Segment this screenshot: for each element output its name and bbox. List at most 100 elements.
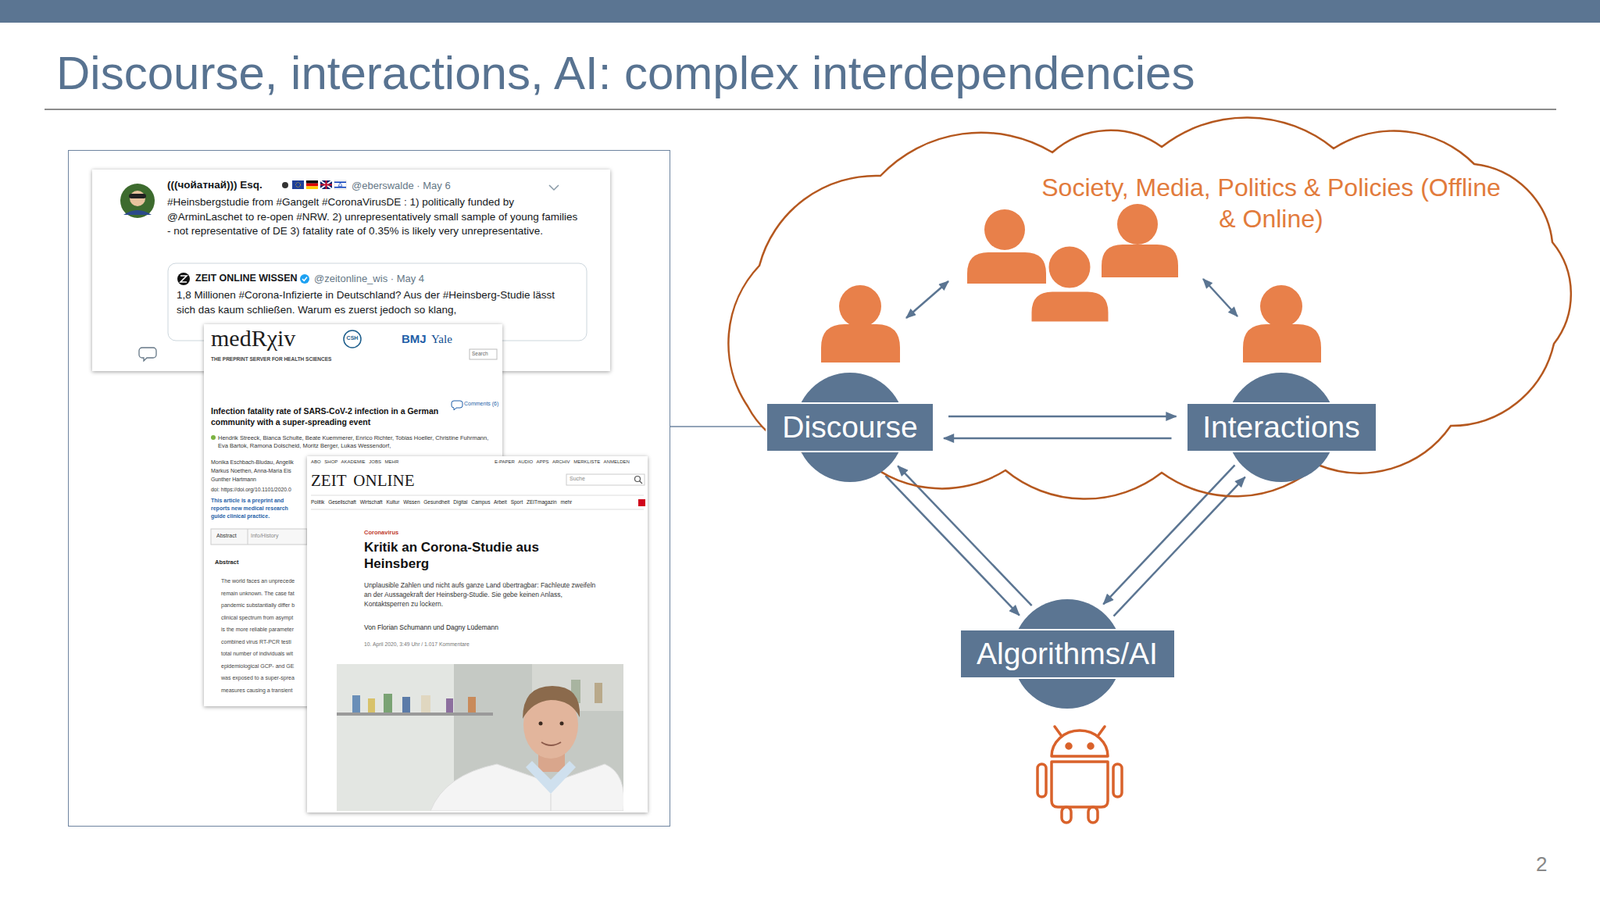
tab-divider xyxy=(247,528,249,545)
status-dot xyxy=(210,435,216,440)
article-text: Politik Gesellschaft Wirtschaft Kultur W… xyxy=(310,499,572,506)
photo-bottle xyxy=(367,698,375,713)
preprint-text: Info/History xyxy=(250,532,279,540)
connector-arrow xyxy=(948,415,1177,418)
connector-arrow xyxy=(1114,477,1246,617)
preprint-text: pandemic substantially differ b xyxy=(221,602,295,610)
nav-border xyxy=(310,495,644,497)
connector-arrow xyxy=(943,437,1172,440)
preprint-text: CSH xyxy=(344,335,361,343)
tweet-text: 1,8 Millionen #Corona-Infizierte in Deut… xyxy=(176,288,575,318)
preprint-text: Monika Eschbach-Bludau, Angelik xyxy=(210,459,294,467)
zeit-icon xyxy=(638,499,646,507)
cloud-label-group: Society, Media, Politics & Policies (Off… xyxy=(1036,171,1506,235)
flag-il xyxy=(334,180,347,190)
avatar-face xyxy=(129,190,146,207)
search-box xyxy=(566,474,645,486)
zeit-logo xyxy=(177,272,190,286)
node-label: Interactions xyxy=(1202,409,1361,446)
android-body xyxy=(1051,761,1108,808)
avatar-goggles xyxy=(128,193,147,199)
preprint-text: guide clinical practice. xyxy=(210,513,270,521)
zeit-logo-mark xyxy=(180,275,187,283)
photo-bg xyxy=(336,664,624,811)
search-icon xyxy=(635,476,641,483)
preprint-text: was exposed to a super-sprea xyxy=(221,675,295,683)
bug-emoji xyxy=(282,182,289,189)
person-body xyxy=(821,324,900,363)
article-text: Suche xyxy=(569,475,586,483)
flag-de xyxy=(306,185,318,190)
android-leg xyxy=(1061,807,1072,823)
article-text: Coronavirus xyxy=(364,528,399,536)
preprint-text: clinical spectrum from asympt xyxy=(221,614,293,622)
node-label: Discourse xyxy=(782,409,918,446)
preprint-text: doi: https://doi.org/10.1101/2020.0 xyxy=(210,486,292,493)
eye xyxy=(560,721,565,726)
preprint-text: This article is a preprint and xyxy=(210,497,284,505)
article-text: Kritik an Corona-Studie aus Heinsberg xyxy=(364,539,575,573)
preprint-text: Abstract xyxy=(214,558,239,566)
search-box xyxy=(469,349,497,360)
photo-shelf xyxy=(336,712,493,716)
shirt-collar xyxy=(525,760,576,794)
article-text: Unplausible Zahlen und nicht aufs ganze … xyxy=(364,581,599,610)
preprint-text: remain unknown. The case fat xyxy=(221,590,295,598)
preprint-text: Infection fatality rate of SARS-CoV-2 in… xyxy=(210,406,446,428)
csh-logo xyxy=(343,330,361,348)
flag-eu xyxy=(292,180,304,190)
flag-uk xyxy=(320,180,333,190)
reply-icon xyxy=(139,347,157,361)
page-number: 2 xyxy=(1535,851,1547,878)
article-text: 10. April 2020, 3:49 Uhr / 1.017 Komment… xyxy=(364,641,470,648)
preprint-text: Gunther Hartmann xyxy=(210,476,257,484)
android-antenna xyxy=(1054,726,1061,736)
tab-row xyxy=(210,528,308,545)
nav-border xyxy=(310,509,644,511)
android-antenna xyxy=(1098,726,1105,736)
android-eye xyxy=(1088,743,1093,749)
article-graphics xyxy=(307,456,648,813)
person-arrow xyxy=(1203,278,1238,317)
top-band xyxy=(0,0,1600,23)
preprint-text: Abstract xyxy=(216,532,237,540)
tweet-text: #Heinsbergstudie from #Gangelt #CoronaVi… xyxy=(167,195,582,240)
person-arrow xyxy=(906,281,949,318)
person-head xyxy=(984,209,1025,250)
photo-bottle xyxy=(421,695,431,713)
preprint-text: Search xyxy=(471,350,489,358)
android-arm xyxy=(1113,764,1122,797)
person-head xyxy=(839,285,882,328)
avatar-shirt xyxy=(123,210,152,215)
flag-uk xyxy=(320,180,333,190)
photo-bottle xyxy=(594,682,603,704)
article-text: ABO SHOP AKADEMIE JOBS MEHR xyxy=(310,459,399,466)
flag-il xyxy=(334,186,347,189)
person-body xyxy=(1030,290,1110,323)
article-text: Von Florian Schumann und Dagny Lüdemann xyxy=(364,623,499,633)
preprint-text: combined virus RT-PCR testi xyxy=(221,639,292,647)
preprint-text: reports new medical research xyxy=(210,505,289,513)
article-photo xyxy=(336,664,625,811)
person-body xyxy=(1242,324,1322,363)
photo-bottle xyxy=(352,695,361,713)
node-label: Algorithms/AI xyxy=(976,635,1158,672)
android-icon xyxy=(1037,726,1122,823)
photo-bottle xyxy=(467,696,476,713)
preprint-text: Yale xyxy=(431,332,453,347)
article-text: ZEIT ONLINE xyxy=(310,470,415,491)
chevron-icon xyxy=(549,185,559,190)
process-box: Algorithms/AI xyxy=(959,628,1176,679)
person-head xyxy=(1117,203,1158,245)
article-text: E-PAPER AUDIO APPS ARCHIV MERKLISTE ANME… xyxy=(494,459,630,466)
person-head xyxy=(1047,245,1092,290)
photo-bottle xyxy=(402,696,411,713)
article-screenshot: ZEIT ONLINE ABO SHOP AKADEMIE JOBS MEHR E-… xyxy=(307,456,648,813)
tweet-text: (((чойатнай))) Esq. xyxy=(167,178,263,193)
avatar xyxy=(120,183,155,218)
tweet-text: ZEIT ONLINE WISSEN xyxy=(195,272,298,286)
flag-il xyxy=(338,182,343,186)
coat-line xyxy=(550,793,552,811)
flag-eu-stars xyxy=(296,182,301,188)
verified-badge xyxy=(300,274,310,284)
